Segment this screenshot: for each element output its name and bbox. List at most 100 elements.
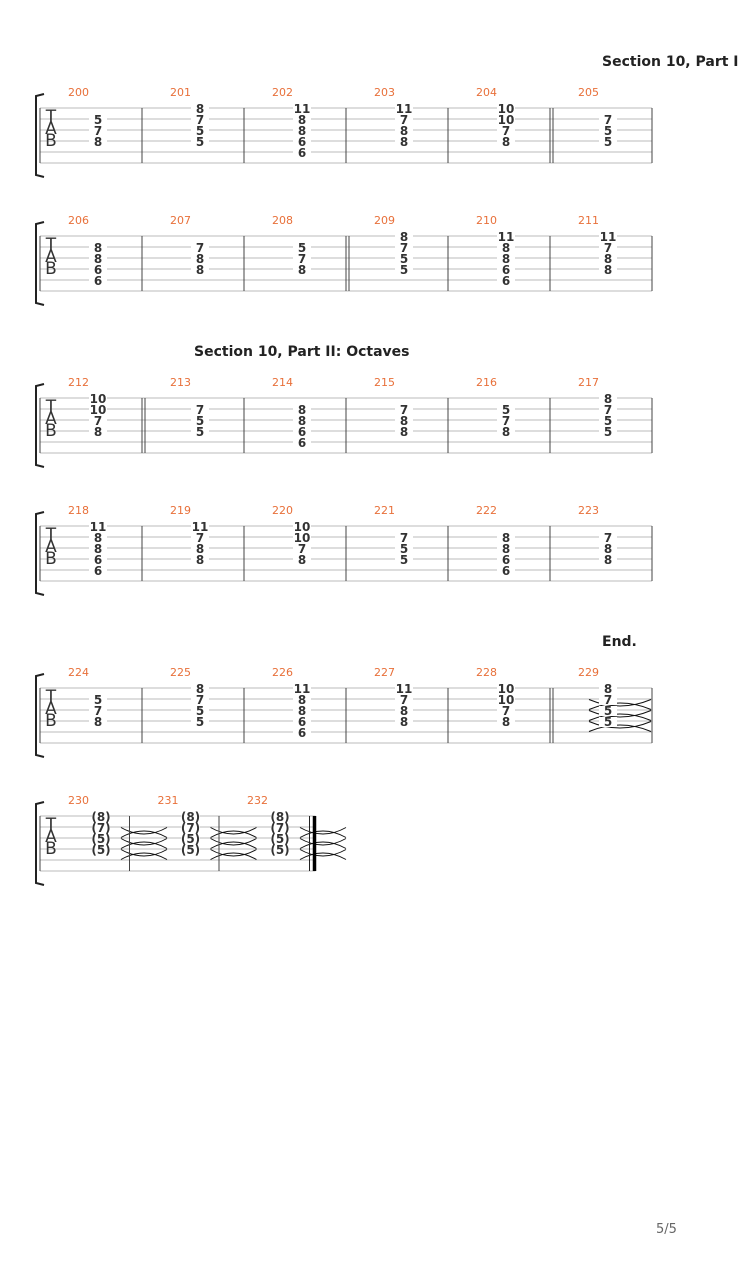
fret-number: 6 (298, 436, 306, 450)
note-bg (599, 126, 617, 136)
ringout-arc (120, 852, 168, 860)
system-bracket (35, 93, 45, 178)
tab-clef-letter: T (45, 235, 57, 255)
fret-number: 10 (498, 682, 515, 696)
fret-number: 8 (298, 403, 306, 417)
fret-number: 7 (94, 124, 102, 138)
fret-number: (7) (181, 821, 200, 835)
note-bg (89, 706, 107, 716)
ringout-arc (210, 827, 257, 835)
ringout-arc (210, 830, 257, 838)
note-bg (497, 695, 515, 705)
fret-number: 11 (90, 520, 107, 534)
note-bg (395, 684, 413, 694)
fret-number: 8 (298, 704, 306, 718)
tab-clef-letter: B (45, 549, 57, 569)
tab-clef-letter: B (45, 711, 57, 731)
fret-number: 5 (196, 124, 204, 138)
fret-number: 8 (298, 553, 306, 567)
fret-number: 8 (94, 715, 102, 729)
note-bg (89, 254, 107, 264)
note-bg (497, 137, 515, 147)
ringout-arc (120, 827, 168, 835)
note-bg (497, 544, 515, 554)
measure-number: 210 (476, 214, 497, 227)
note-bg (89, 566, 107, 576)
tab-clef-letter: A (45, 537, 57, 557)
measure-number: 216 (476, 376, 497, 389)
fret-number: 7 (196, 241, 204, 255)
note-bg (293, 717, 311, 727)
note-bg (271, 812, 289, 822)
note-bg (599, 684, 617, 694)
fret-number: (8) (91, 810, 110, 824)
ringout-arc (588, 702, 652, 710)
fret-number: 5 (196, 135, 204, 149)
note-bg (395, 416, 413, 426)
note-bg (395, 555, 413, 565)
fret-number: 10 (294, 520, 311, 534)
fret-number: 6 (298, 135, 306, 149)
note-bg (181, 845, 200, 855)
fret-number: 6 (502, 263, 510, 277)
ringout-arc (588, 721, 652, 729)
fret-number: (5) (270, 832, 289, 846)
note-bg (599, 254, 617, 264)
fret-number: 8 (196, 542, 204, 556)
fret-number: (8) (270, 810, 289, 824)
note-bg (89, 533, 107, 543)
note-bg (293, 555, 311, 565)
note-bg (497, 232, 515, 242)
fret-number: 6 (298, 726, 306, 740)
note-bg (599, 706, 617, 716)
measure-number: 222 (476, 504, 497, 517)
tab-clef-letter: B (45, 131, 57, 151)
note-bg (191, 416, 209, 426)
ringout-arc (588, 724, 652, 732)
note-bg (89, 555, 107, 565)
fret-number: 8 (400, 230, 408, 244)
note-bg (497, 265, 515, 275)
fret-number: 8 (604, 553, 612, 567)
fret-number: 8 (400, 124, 408, 138)
note-bg (497, 555, 515, 565)
fret-number: 8 (94, 425, 102, 439)
fret-number: 5 (94, 693, 102, 707)
measure-number: 221 (374, 504, 395, 517)
note-bg (191, 405, 209, 415)
note-bg (497, 416, 515, 426)
fret-number: 8 (94, 252, 102, 266)
fret-number: 8 (400, 704, 408, 718)
note-bg (497, 533, 515, 543)
note-bg (395, 137, 413, 147)
note-bg (89, 126, 107, 136)
note-bg (599, 232, 617, 242)
tab-clef-letter: A (45, 827, 57, 847)
fret-number: 7 (196, 531, 204, 545)
note-bg (191, 126, 209, 136)
note-bg (271, 845, 289, 855)
fret-number: (7) (91, 821, 110, 835)
fret-number: 8 (298, 414, 306, 428)
ringout-arc (210, 838, 257, 846)
measure-number: 201 (170, 86, 191, 99)
fret-number: 8 (502, 542, 510, 556)
tab-clef-letter: A (45, 699, 57, 719)
note-bg (599, 695, 617, 705)
fret-number: 5 (196, 715, 204, 729)
note-bg (599, 717, 617, 727)
fret-number: 11 (396, 102, 413, 116)
fret-number: 7 (298, 542, 306, 556)
fret-number: 6 (94, 553, 102, 567)
ringout-arc (299, 841, 347, 849)
note-bg (89, 522, 107, 532)
note-bg (293, 684, 311, 694)
measure-number: 220 (272, 504, 293, 517)
note-bg (293, 148, 311, 158)
measure-number: 213 (170, 376, 191, 389)
fret-number: 7 (604, 531, 612, 545)
note-bg (181, 823, 200, 833)
fret-number: 8 (298, 113, 306, 127)
ringout-arc (120, 838, 168, 846)
fret-number: 8 (604, 392, 612, 406)
